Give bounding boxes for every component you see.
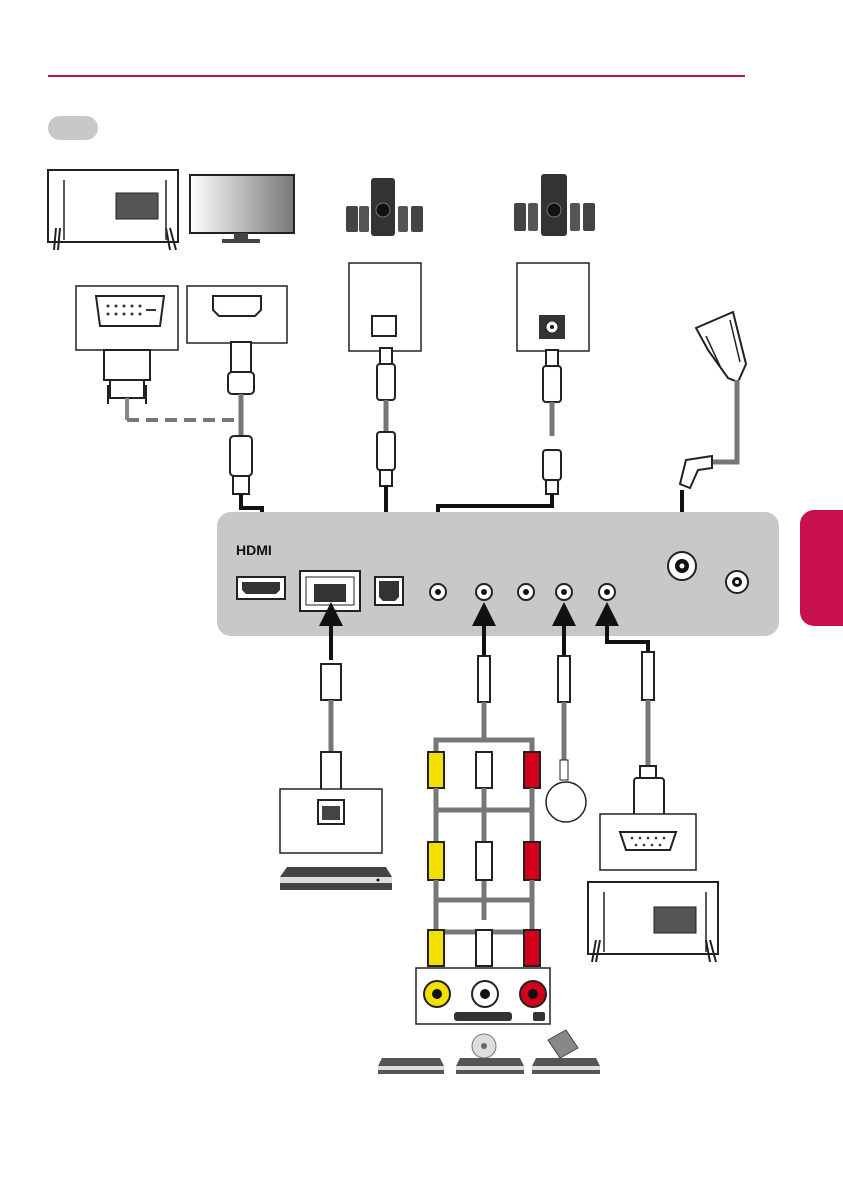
av-device-dvd-player — [378, 1058, 444, 1074]
lan-port-box — [280, 789, 382, 853]
ir-receiver-cable — [558, 614, 570, 780]
optical-port[interactable] — [375, 577, 403, 605]
speaker-system-coaxial — [514, 174, 595, 236]
speaker-system-optical — [346, 178, 423, 236]
dvi-port-box — [76, 286, 178, 350]
connector-panel: HDMI — [217, 512, 779, 636]
hdmi-cable — [228, 342, 262, 530]
ir-receiver — [546, 782, 586, 822]
network-cable — [321, 614, 341, 792]
monitor — [190, 175, 294, 243]
network-device — [280, 867, 392, 890]
av-port-box — [416, 968, 550, 1024]
coaxial-port[interactable] — [430, 584, 446, 600]
tv-rear-view — [48, 170, 178, 250]
dc-in-port[interactable] — [668, 552, 696, 580]
optical-port-box — [349, 263, 421, 351]
dvi-to-hdmi-cable — [104, 350, 240, 420]
hdmi-label: HDMI — [236, 542, 272, 558]
lan-port[interactable] — [300, 571, 360, 611]
rs232-port[interactable] — [599, 584, 615, 600]
optical-cable — [377, 348, 395, 530]
hdmi-port[interactable] — [237, 577, 285, 599]
rs232-tv — [588, 882, 718, 962]
av-in-port[interactable] — [476, 584, 492, 600]
hdmi-port-box — [187, 286, 287, 343]
power-adapter — [696, 312, 746, 382]
antenna-port[interactable] — [726, 571, 748, 593]
ir-port[interactable] — [556, 584, 572, 600]
power-cable — [680, 380, 737, 530]
audio-jack-port[interactable] — [518, 584, 534, 600]
coaxial-port-box — [517, 263, 589, 351]
av-device-vcr — [532, 1030, 600, 1074]
rs232-port-box — [600, 814, 696, 870]
av-cable — [428, 614, 540, 966]
av-device-disc-player — [456, 1034, 524, 1074]
coaxial-cable — [438, 350, 561, 530]
rs232-cable — [607, 614, 664, 824]
